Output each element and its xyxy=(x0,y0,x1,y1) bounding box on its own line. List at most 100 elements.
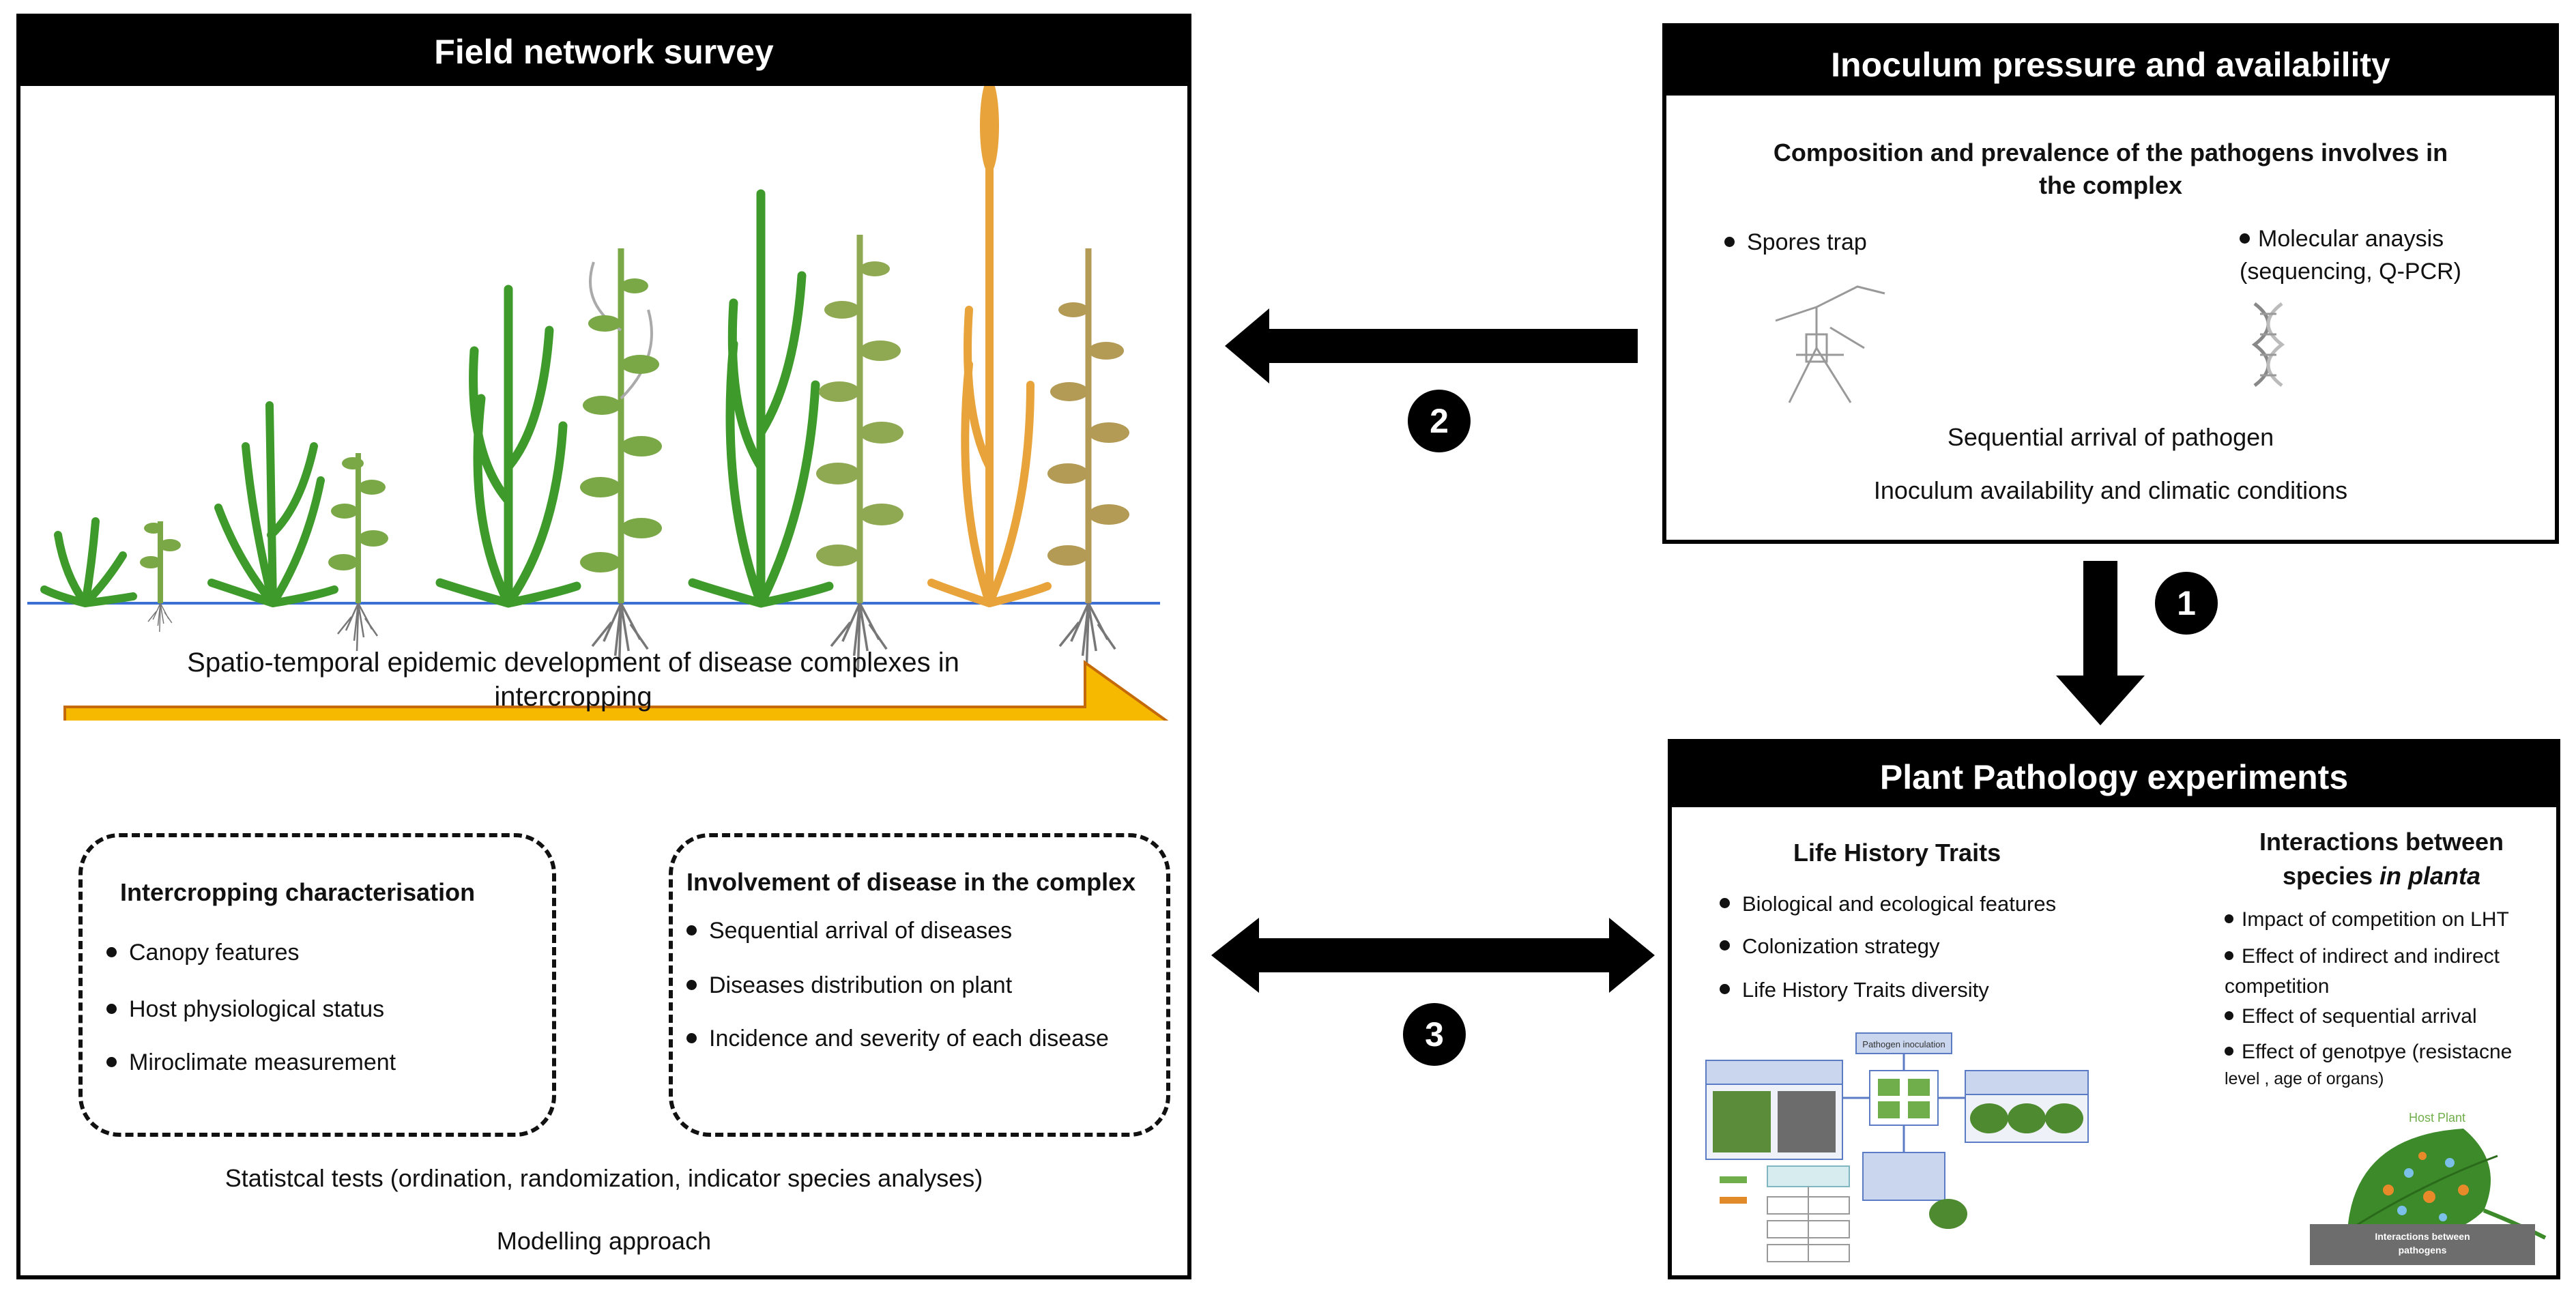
intercropping-box-title: Intercropping characterisation xyxy=(120,878,476,906)
wheat-plant-stage3 xyxy=(435,285,581,608)
arrow-text-line-2: intercropping xyxy=(494,682,652,712)
interactions-title-plain: species xyxy=(2282,862,2380,890)
lht-item: Life History Traits diversity xyxy=(1720,978,1989,1002)
wheat-seedling-stage1 xyxy=(40,517,137,607)
epidemic-development-arrow xyxy=(63,660,1169,721)
interactions-title: Interactions between species in planta xyxy=(2211,825,2552,893)
host-plant-leaf-illustration: Host Plant xyxy=(2347,1111,2547,1240)
bullet-icon xyxy=(2225,951,2233,960)
bullet-icon xyxy=(2225,914,2233,923)
modelling-approach-text: Modelling approach xyxy=(496,1227,712,1255)
interactions-label-line-2: pathogens xyxy=(2398,1245,2447,1256)
wheat-plant-ripe xyxy=(927,86,1052,607)
molecular-analysis-label: Molecular anaysis xyxy=(2258,226,2444,252)
lht-item-label: Biological and ecological features xyxy=(1742,892,2057,916)
lht-title: Life History Traits xyxy=(1793,839,2001,867)
intercropping-item-label: Miroclimate measurement xyxy=(129,1049,396,1075)
bullet-icon xyxy=(686,925,697,935)
interaction-item-label: Impact of competition on LHT xyxy=(2242,908,2509,931)
molecular-analysis-methods: (sequencing, Q-PCR) xyxy=(2240,259,2462,285)
interaction-item: Effect of indirect and indirect xyxy=(2225,942,2552,972)
inoculum-availability-text: Inoculum availability and climatic condi… xyxy=(1873,476,2348,504)
plant-pathology-panel: Plant Pathology experiments Life History… xyxy=(1668,739,2560,1279)
molecular-analysis-item: Molecular anaysis (sequencing, Q-PCR) xyxy=(2240,222,2461,288)
lht-item: Colonization strategy xyxy=(1720,934,1940,959)
interaction-item-continuation: competition xyxy=(2225,975,2330,998)
disease-item-label: Diseases distribution on plant xyxy=(709,972,1013,998)
intercropping-item-label: Canopy features xyxy=(129,940,300,966)
interactions-title-line-2: species in planta xyxy=(2211,859,2552,893)
wheat-plant-stage2 xyxy=(207,401,338,607)
statistical-tests-text: Statistcal tests (ordination, randomizat… xyxy=(225,1164,983,1192)
pea-plant-stage2 xyxy=(328,453,388,652)
inoculum-panel: Inoculum pressure and availability Compo… xyxy=(1662,23,2559,544)
lht-item: Biological and ecological features xyxy=(1720,892,2056,916)
disease-involvement-box: Involvement of disease in the complex Se… xyxy=(669,833,1170,1137)
field-panel-title: Field network survey xyxy=(20,18,1187,86)
interactions-list: Impact of competition on LHT Effect of i… xyxy=(2225,905,2552,1090)
spore-trap-icon xyxy=(1775,285,1885,403)
bullet-icon xyxy=(1720,940,1730,951)
bullet-icon xyxy=(1724,236,1735,247)
arrow-3-double xyxy=(1211,918,1655,993)
intercropping-item: Miroclimate measurement xyxy=(106,1049,396,1076)
bullet-icon xyxy=(106,1056,117,1067)
bullet-icon xyxy=(1720,984,1730,995)
arrow-2-left xyxy=(1225,308,1638,383)
epidemic-arrow-text: Spatio-temporal epidemic development of … xyxy=(61,646,1085,714)
interaction-item: Impact of competition on LHT xyxy=(2225,905,2552,935)
spores-trap-item: Spores trap xyxy=(1724,229,1867,256)
intercropping-item: Canopy features xyxy=(106,940,300,966)
composition-subtitle-line-1: Composition and prevalence of the pathog… xyxy=(1773,139,2448,166)
interaction-item-label: Effect of genotpye (resistacne xyxy=(2242,1041,2513,1063)
interactions-between-pathogens-label: Interactions between pathogens xyxy=(2310,1224,2535,1265)
step-badge-2: 2 xyxy=(1408,390,1471,452)
disease-box-title: Involvement of disease in the complex xyxy=(686,868,1136,896)
intercropping-item-label: Host physiological status xyxy=(129,996,385,1022)
spores-trap-label: Spores trap xyxy=(1747,229,1867,255)
lht-item-label: Colonization strategy xyxy=(1742,934,1940,958)
field-network-panel: Field network survey xyxy=(16,14,1191,1279)
arrow-1-down xyxy=(2056,561,2145,725)
crop-growth-illustration xyxy=(27,86,1169,721)
interactions-title-italic: in planta xyxy=(2379,862,2481,890)
arrow-text-line-1: Spatio-temporal epidemic development of … xyxy=(187,648,959,678)
lht-item-label: Life History Traits diversity xyxy=(1742,978,1989,1002)
bullet-icon xyxy=(1720,898,1730,909)
pathology-panel-title: Plant Pathology experiments xyxy=(1672,743,2556,807)
bullet-icon xyxy=(106,1003,117,1014)
bullet-icon xyxy=(686,1032,697,1043)
disease-item: Sequential arrival of diseases xyxy=(686,918,1012,944)
pea-plant-stage3 xyxy=(580,248,662,671)
inoculum-panel-title: Inoculum pressure and availability xyxy=(1666,27,2555,96)
bullet-icon xyxy=(2240,233,2250,244)
disease-item: Incidence and severity of each disease xyxy=(686,1026,1109,1052)
interaction-item: Effect of sequential arrival xyxy=(2225,1002,2552,1032)
bullet-icon xyxy=(106,946,117,957)
composition-subtitle: Composition and prevalence of the pathog… xyxy=(1666,136,2555,202)
dna-icon xyxy=(2251,302,2285,387)
interactions-title-line-1: Interactions between xyxy=(2259,828,2504,856)
intercropping-characterisation-box: Intercropping characterisation Canopy fe… xyxy=(78,833,556,1137)
bullet-icon xyxy=(686,979,697,990)
pea-plant-ripe xyxy=(1047,248,1129,671)
wheat-plant-stage4 xyxy=(688,189,834,608)
interactions-label-line-1: Interactions between xyxy=(2375,1231,2470,1242)
flow-label-inoculation: Pathogen inoculation xyxy=(1862,1039,1945,1049)
disease-item-label: Incidence and severity of each disease xyxy=(709,1026,1109,1051)
lht-flow-diagram: Pathogen inoculation xyxy=(1705,1032,2089,1262)
host-plant-label: Host Plant xyxy=(2409,1111,2465,1125)
step-badge-1: 1 xyxy=(2155,572,2218,635)
step-badge-3: 3 xyxy=(1403,1003,1466,1066)
bullet-icon xyxy=(2225,1046,2233,1056)
interaction-item: Effect of genotpye (resistacne xyxy=(2225,1037,2552,1067)
disease-item-label: Sequential arrival of diseases xyxy=(709,918,1013,944)
interaction-item-label: Effect of indirect and indirect xyxy=(2242,945,2500,968)
intercropping-item: Host physiological status xyxy=(106,996,384,1023)
disease-item: Diseases distribution on plant xyxy=(686,972,1012,999)
interaction-item-label: Effect of sequential arrival xyxy=(2242,1005,2477,1028)
bullet-icon xyxy=(2225,1011,2233,1020)
interaction-item-continuation: level , age of organs) xyxy=(2225,1069,2384,1088)
sequential-arrival-text: Sequential arrival of pathogen xyxy=(1947,423,2274,451)
